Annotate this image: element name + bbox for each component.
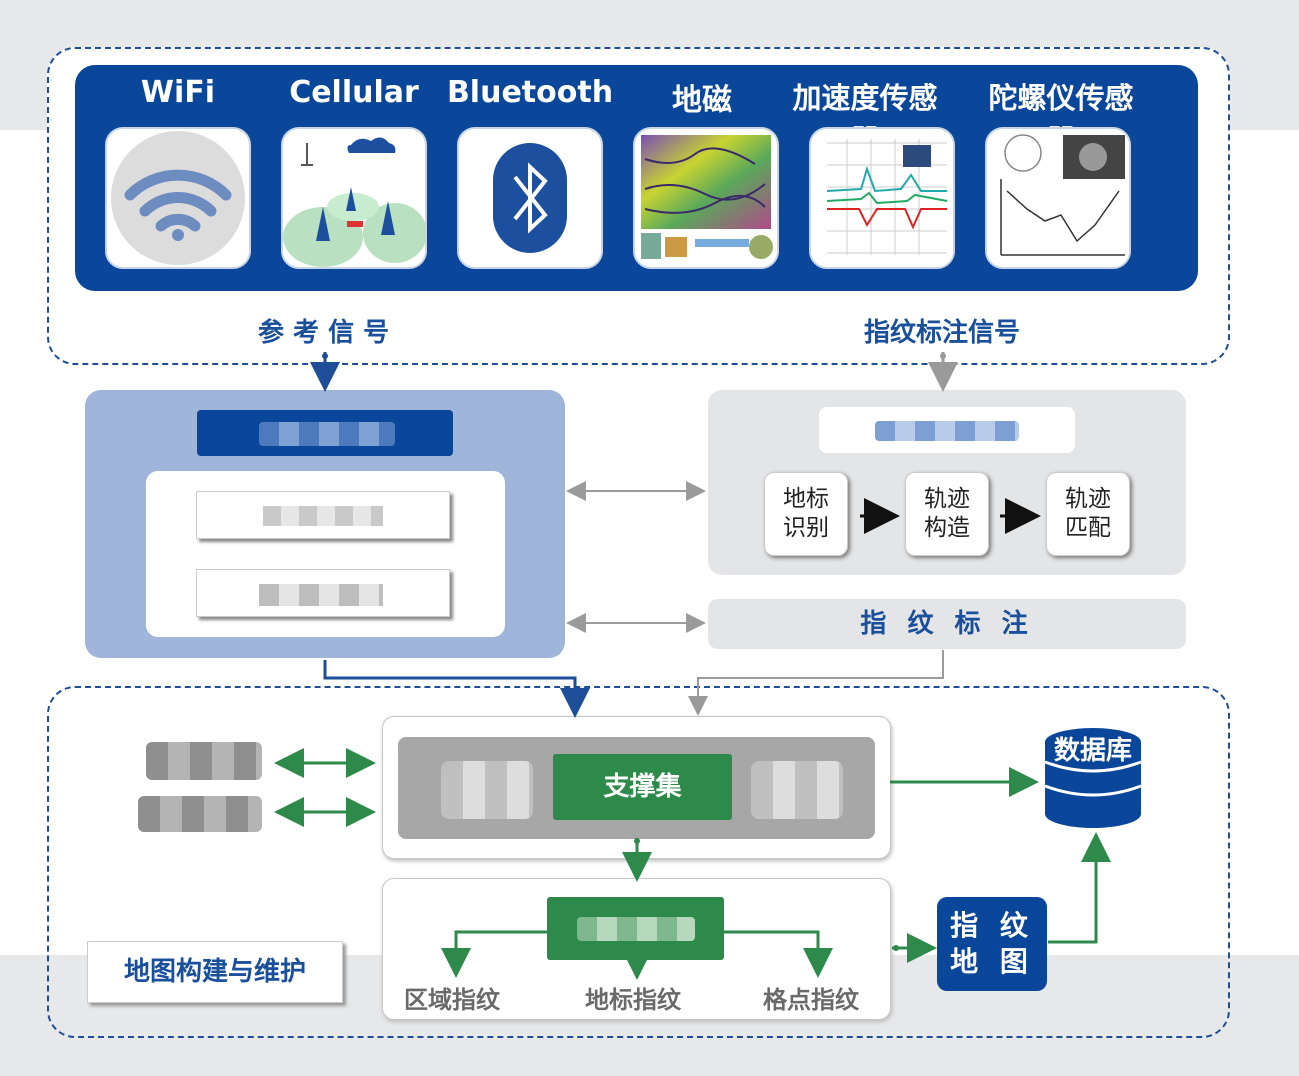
fingerprint-set-button[interactable] [547, 897, 724, 960]
geomagnetic-card [633, 127, 779, 269]
construction-step-1[interactable] [196, 491, 450, 539]
grid-fingerprint-label: 格点指纹 [763, 986, 859, 1014]
bluetooth-icon [493, 143, 567, 253]
source-title-cellular: Cellular [289, 75, 419, 110]
support-set-button[interactable]: 支撑集 [553, 754, 732, 820]
cellular-card [281, 127, 427, 269]
wifi-card [105, 127, 251, 269]
blurred-left-label-1 [146, 742, 262, 780]
fingerprint-annotation-bar: 指 纹 标 注 [708, 599, 1186, 649]
trajectory-matching-box: 轨迹 匹配 [1046, 472, 1130, 556]
map-build-container [47, 686, 1230, 1038]
fingerprint-map-button[interactable]: 指 纹 地 图 [937, 897, 1047, 991]
accelerometer-chart-image [811, 129, 953, 267]
blurred-right-title-mask [875, 421, 1019, 441]
blurred-left-label-2 [138, 796, 262, 832]
cell-tower-icon [283, 137, 425, 267]
map-build-label: 地图构建与维护 [87, 941, 343, 1003]
fingerprint-annotation-signal-label: 指纹标注信号 [864, 318, 1021, 348]
support-left-blurred [441, 761, 533, 819]
region-fingerprint-label: 区域指纹 [404, 986, 500, 1014]
trajectory-construction-box: 轨迹 构造 [905, 472, 989, 556]
magnetic-map-image [641, 135, 773, 259]
bluetooth-card [457, 127, 603, 269]
blurred-fingerprint-set-mask [577, 917, 695, 941]
source-title-geomagnetic: 地磁 [672, 83, 732, 118]
database-label: 数据库 [1053, 736, 1132, 766]
accelerometer-card [809, 127, 955, 269]
blurred-title-mask [259, 422, 395, 446]
source-title-bluetooth: Bluetooth [446, 75, 614, 110]
reference-signal-label: 参 考 信 号 [258, 318, 390, 348]
source-title-wifi: WiFi [140, 75, 216, 110]
wifi-icon [111, 131, 245, 265]
support-right-blurred [751, 761, 843, 819]
blurred-step-2-mask [259, 584, 383, 606]
blurred-step-1-mask [263, 506, 383, 526]
construction-step-2[interactable] [196, 569, 450, 617]
landmark-recognition-box: 地标 识别 [764, 472, 848, 556]
reference-signal-panel: 地标 识别 轨迹 构造 轨迹 匹配 [708, 390, 1186, 575]
fingerprint-construction-title [197, 410, 453, 456]
gyroscope-card [985, 127, 1131, 269]
fingerprint-construction-panel [85, 390, 565, 658]
reference-signal-panel-title [819, 407, 1075, 453]
gyroscope-chart-image [987, 129, 1129, 267]
landmark-fingerprint-label: 地标指纹 [585, 986, 681, 1014]
fingerprint-construction-steps [146, 471, 505, 637]
